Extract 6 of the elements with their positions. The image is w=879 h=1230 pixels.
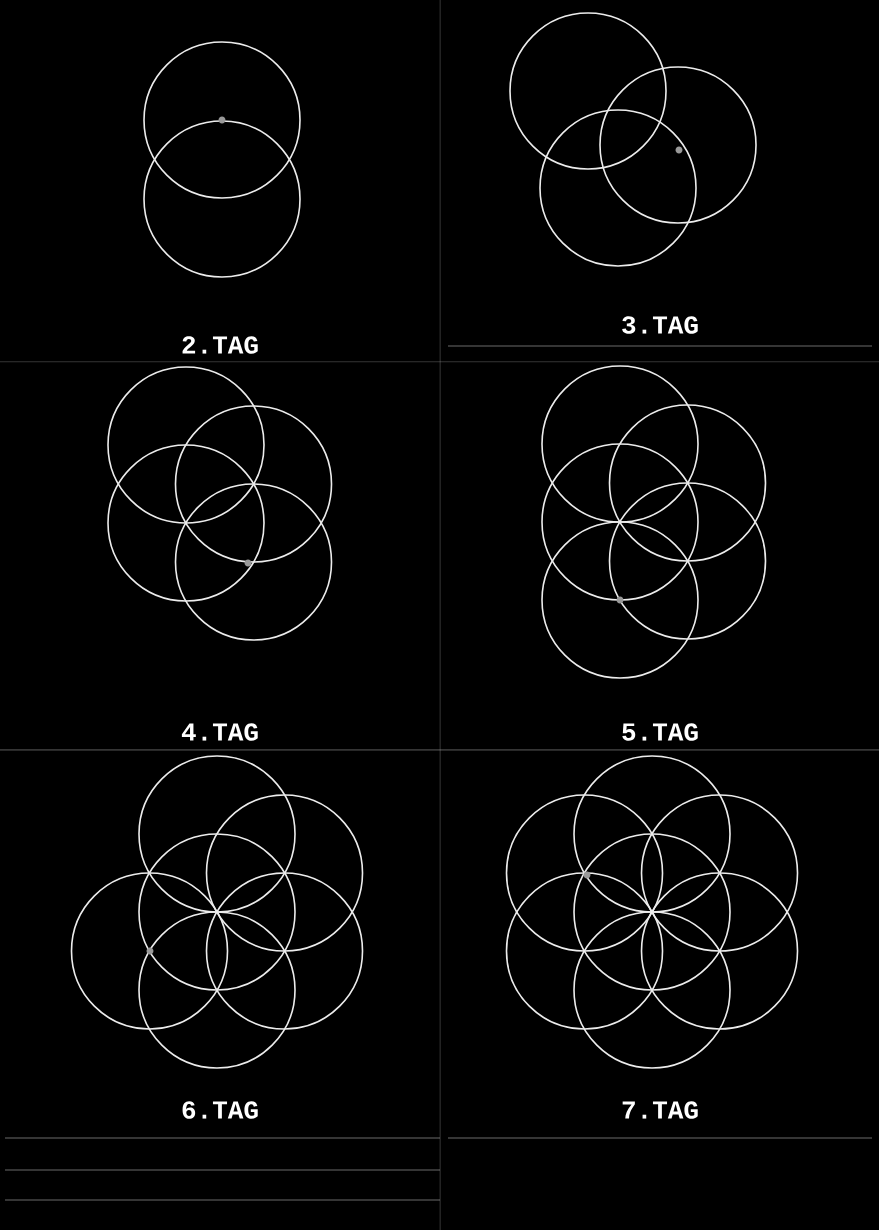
step-label: 6.TAG [182, 1101, 258, 1119]
step-label: 5.TAG [622, 723, 698, 741]
step-label: 3.TAG [622, 316, 698, 334]
step-label: 7.TAG [622, 1101, 698, 1119]
step-label: 4.TAG [181, 723, 258, 741]
step-label: 2.TAG [182, 336, 258, 354]
